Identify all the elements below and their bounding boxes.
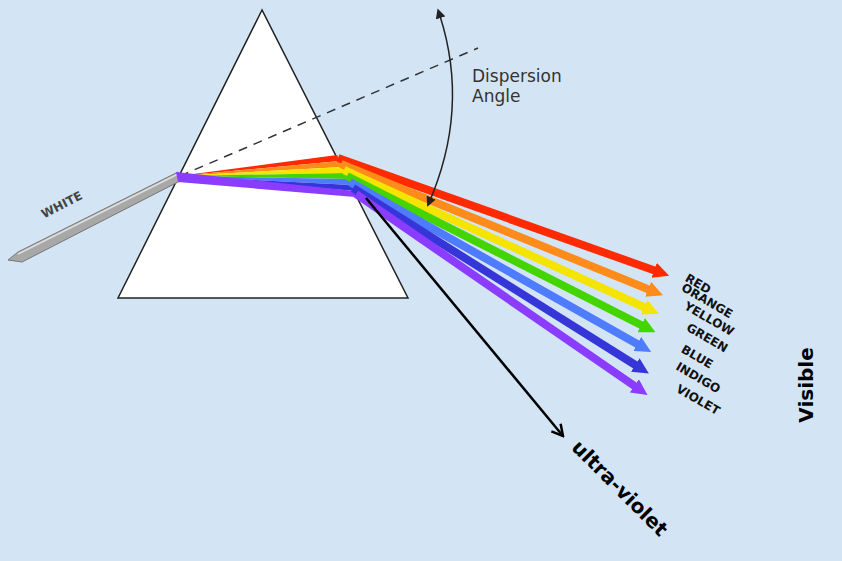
region-label: Visible [794, 347, 818, 422]
region-label: ultra-violet [567, 435, 673, 541]
angle-label: Dispersion Angle [472, 66, 576, 107]
beam-label: WHITE [39, 189, 85, 222]
